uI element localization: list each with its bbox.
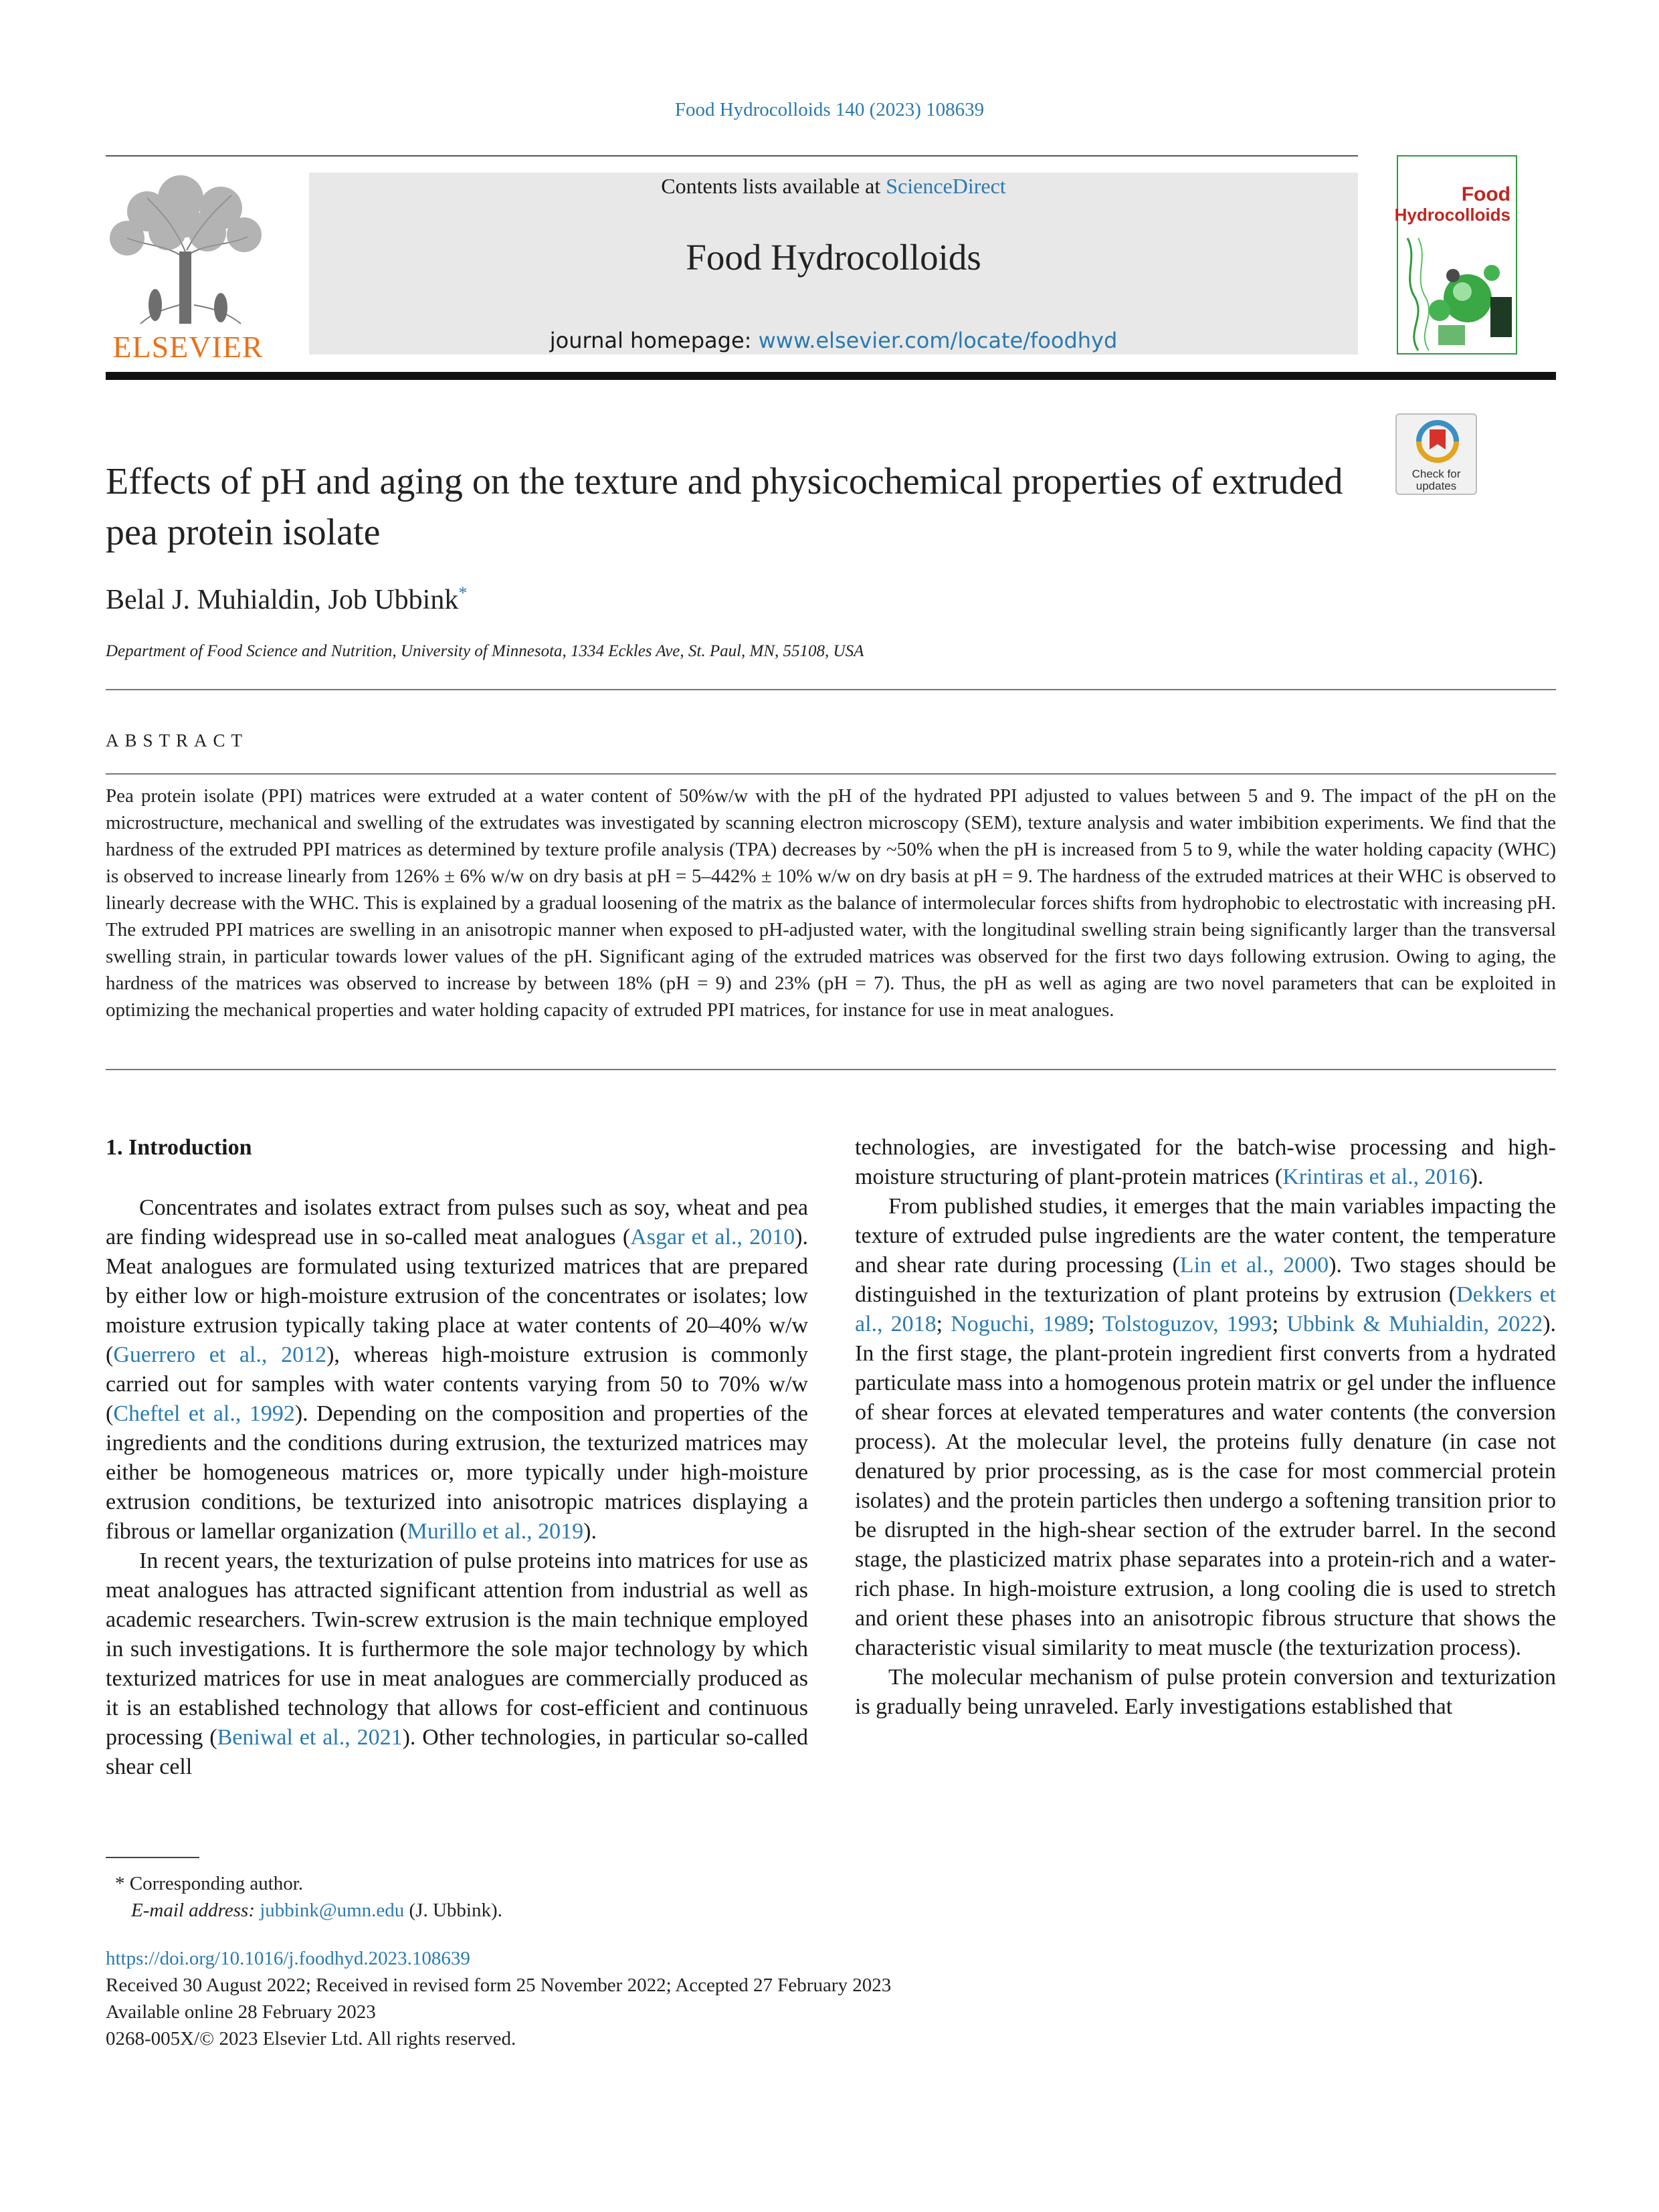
intro-paragraph-1: Concentrates and isolates extract from p… — [106, 1193, 808, 1546]
abstract-bottom-rule — [106, 1069, 1556, 1070]
footnote-rule — [106, 1857, 199, 1858]
affiliation-rule — [106, 689, 1556, 690]
intro-paragraph-3: From published studies, it emerges that … — [855, 1192, 1556, 1663]
journal-cover[interactable]: Food Hydrocolloids — [1394, 155, 1517, 355]
text-run: ). In the first stage, the plant-protein… — [855, 1312, 1557, 1660]
section-heading-introduction: 1. Introduction — [106, 1135, 252, 1160]
check-for-updates-label: Check for updates — [1411, 468, 1461, 492]
tree-icon — [110, 175, 262, 324]
cover-title-hydrocolloids: Hydrocolloids — [1394, 205, 1510, 225]
email-label: E-mail address: — [131, 1900, 260, 1921]
citation-link[interactable]: Beniwal et al., 2021 — [217, 1725, 403, 1750]
journal-reference[interactable]: Food Hydrocolloids 140 (2023) 108639 — [674, 99, 985, 120]
article-title: Effects of pH and aging on the texture a… — [106, 461, 1343, 553]
citation-link[interactable]: Dekkers et al., 2018 — [855, 1282, 1557, 1336]
check-for-updates-button[interactable]: Check for updates — [1395, 413, 1477, 495]
body-column-left: 1. Introduction Concentrates and isolate… — [106, 1133, 808, 1782]
text-run: ; — [1088, 1312, 1102, 1336]
footnote: * Corresponding author. E-mail address: … — [115, 1870, 502, 1924]
text-run: ). Depending on the composition and prop… — [106, 1401, 808, 1544]
elsevier-wordmark: ELSEVIER — [112, 330, 264, 364]
corresponding-author-mark[interactable]: * — [458, 583, 468, 603]
email-suffix: (J. Ubbink). — [404, 1900, 502, 1921]
citation-link[interactable]: Ubbink & Muhialdin, 2022 — [1286, 1312, 1543, 1336]
text-run: From published studies, it emerges that … — [855, 1194, 1556, 1278]
available-online-date: Available online 28 February 2023 — [106, 2001, 376, 2023]
intro-paragraph-4: The molecular mechanism of pulse protein… — [855, 1665, 1556, 1719]
sciencedirect-link[interactable]: ScienceDirect — [886, 174, 1006, 198]
homepage-line: journal homepage: www.elsevier.com/locat… — [309, 328, 1358, 353]
text-run: Concentrates and isolates extract from p… — [106, 1195, 808, 1249]
elsevier-tree-logo — [100, 171, 272, 360]
intro-paragraph-2: In recent years, the texturization of pu… — [106, 1546, 808, 1782]
text-run: ; — [1272, 1312, 1287, 1336]
citation-link[interactable]: Murillo et al., 2019 — [407, 1519, 584, 1544]
body-column-right: technologies, are investigated for the b… — [855, 1133, 1556, 1722]
text-run: ). — [1470, 1165, 1484, 1189]
citation-link[interactable]: Asgar et al., 2010 — [630, 1225, 795, 1249]
header-rule — [106, 155, 1358, 157]
abstract-text: Pea protein isolate (PPI) matrices were … — [106, 785, 1556, 1021]
author-list: Belal J. Muhialdin, Job Ubbink* — [106, 583, 467, 616]
update-badge-icon — [1416, 420, 1459, 463]
masthead-thick-rule — [106, 372, 1556, 380]
text-run: In recent years, the texturization of pu… — [106, 1548, 808, 1750]
citation-link[interactable]: Tolstoguzov, 1993 — [1102, 1312, 1272, 1336]
corresponding-author-note: * Corresponding author. — [115, 1873, 304, 1894]
citation-link[interactable]: Cheftel et al., 1992 — [113, 1401, 295, 1426]
text-run: ). Meat analogues are formulated using t… — [106, 1225, 808, 1367]
text-run: ), whereas high-moisture extrusion is co… — [106, 1342, 808, 1426]
citation-link[interactable]: Krintiras et al., 2016 — [1282, 1165, 1470, 1189]
abstract-top-rule — [106, 773, 1556, 775]
journal-title: Food Hydrocolloids — [686, 237, 981, 278]
cover-molecule-icon — [1406, 237, 1512, 351]
intro-paragraph-2-continued: technologies, are investigated for the b… — [855, 1133, 1556, 1192]
text-run: ; — [936, 1312, 951, 1336]
cover-title-food: Food — [1461, 183, 1510, 205]
citation-link[interactable]: Lin et al., 2000 — [1179, 1253, 1329, 1278]
homepage-prefix: journal homepage: — [549, 328, 759, 353]
publication-info: https://doi.org/10.1016/j.foodhyd.2023.1… — [106, 1945, 891, 2052]
abstract-heading: ABSTRACT — [106, 730, 249, 750]
text-run: ). — [583, 1519, 597, 1544]
contents-line: Contents lists available at ScienceDirec… — [309, 173, 1358, 199]
text-run: technologies, are investigated for the b… — [855, 1135, 1556, 1189]
text-run: ). Two stages should be distinguished in… — [855, 1253, 1557, 1307]
received-dates: Received 30 August 2022; Received in rev… — [106, 1975, 892, 1996]
author-affiliation: Department of Food Science and Nutrition… — [106, 642, 864, 660]
citation-link[interactable]: Guerrero et al., 2012 — [113, 1342, 327, 1367]
citation-link[interactable]: Noguchi, 1989 — [951, 1312, 1088, 1336]
copyright-line: 0268-005X/© 2023 Elsevier Ltd. All right… — [106, 2028, 516, 2049]
contents-prefix: Contents lists available at — [661, 174, 886, 198]
author-names: Belal J. Muhialdin, Job Ubbink — [106, 585, 459, 615]
doi-link[interactable]: https://doi.org/10.1016/j.foodhyd.2023.1… — [106, 1948, 470, 1969]
journal-masthead: Contents lists available at ScienceDirec… — [309, 173, 1358, 355]
text-run: ). Other technologies, in particular so-… — [106, 1725, 808, 1779]
email-line: E-mail address: jubbink@umn.edu (J. Ubbi… — [115, 1897, 502, 1924]
email-link[interactable]: jubbink@umn.edu — [260, 1900, 405, 1921]
journal-homepage-link[interactable]: www.elsevier.com/locate/foodhyd — [758, 328, 1118, 353]
